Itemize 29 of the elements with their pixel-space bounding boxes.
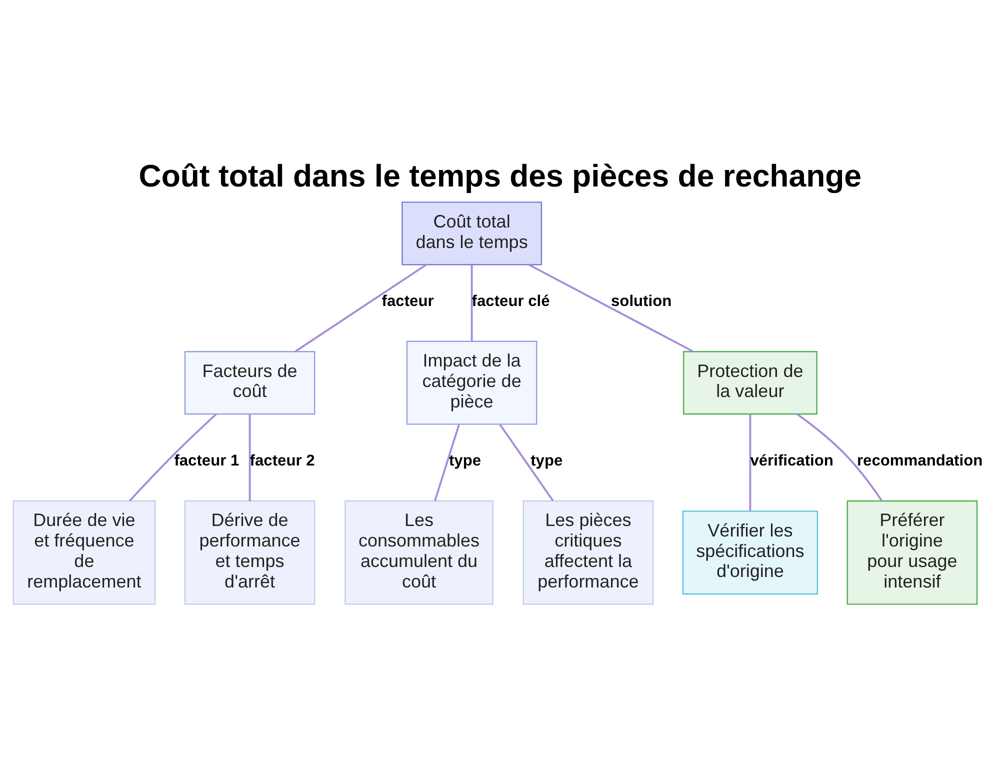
- node-box: Les pièces critiques affectent la performance: [522, 500, 654, 605]
- connector: [248, 414, 251, 501]
- node-box: Préférer l'origine pour usage intensif: [846, 500, 978, 605]
- node-box: Les consommables accumulent du coût: [344, 500, 494, 605]
- connector: [129, 414, 217, 502]
- node-box: Coût total dans le temps: [402, 202, 542, 266]
- edge-label: type: [449, 452, 482, 470]
- connector: [294, 264, 427, 352]
- connector: [499, 424, 554, 502]
- node-box: Impact de la catégorie de pièce: [406, 340, 538, 425]
- node-box: Durée de vie et fréquence de remplacement: [12, 500, 156, 605]
- connector: [470, 264, 473, 341]
- edge-label: solution: [611, 292, 672, 310]
- node-box: Dérive de performance et temps d'arrêt: [184, 500, 316, 605]
- diagram-title: Coût total dans le temps des pièces de rechange: [138, 158, 862, 194]
- connector: [749, 414, 752, 511]
- connector: [434, 424, 460, 502]
- node-box: Protection de la valeur: [683, 351, 818, 415]
- edge-label: facteur 2: [250, 452, 315, 470]
- edge-label: facteur 1: [174, 452, 240, 470]
- edge-label: vérification: [750, 452, 834, 470]
- connector: [796, 413, 882, 502]
- edge-label: facteur clé: [472, 292, 550, 310]
- edge-label: recommandation: [857, 452, 983, 470]
- edge-label: facteur: [382, 292, 434, 310]
- node-box: Facteurs de coût: [184, 351, 316, 415]
- edge-label: type: [530, 452, 563, 470]
- connector: [528, 264, 694, 352]
- node-box: Vérifier les spécifications d'origine: [682, 510, 818, 595]
